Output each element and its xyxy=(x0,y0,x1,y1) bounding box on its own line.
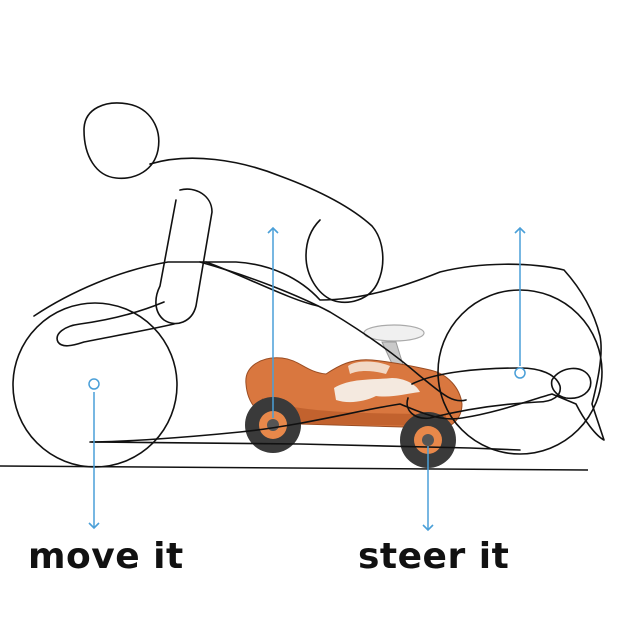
force-arrows xyxy=(88,226,526,532)
toy-ride-on-car xyxy=(245,324,463,468)
rider-forearm xyxy=(56,301,175,347)
rider-leg xyxy=(406,367,562,420)
toy-rear-axle xyxy=(267,419,279,431)
rider-torso xyxy=(149,157,384,304)
caption-move: move it xyxy=(28,536,184,577)
rider-silhouette xyxy=(56,102,562,420)
belly-outline xyxy=(91,441,521,451)
motorcycle-outline xyxy=(12,261,605,468)
toy-steering-wheel xyxy=(363,324,425,342)
headlight-outline xyxy=(550,367,592,400)
rider-upper-arm xyxy=(155,188,213,325)
rider-head xyxy=(83,102,160,179)
rider-thigh xyxy=(199,261,467,402)
toy-decal xyxy=(334,378,420,403)
caption-steer: steer it xyxy=(358,536,510,577)
frame-outline xyxy=(33,261,605,443)
toy-body-shade xyxy=(262,398,446,426)
rear-wheel-outline xyxy=(12,302,178,468)
toy-seat xyxy=(348,361,390,374)
front-hub-marker xyxy=(514,367,526,379)
rider-torso-under xyxy=(205,261,319,307)
rear-hub-marker xyxy=(88,378,100,390)
toy-front-axle xyxy=(422,434,434,446)
